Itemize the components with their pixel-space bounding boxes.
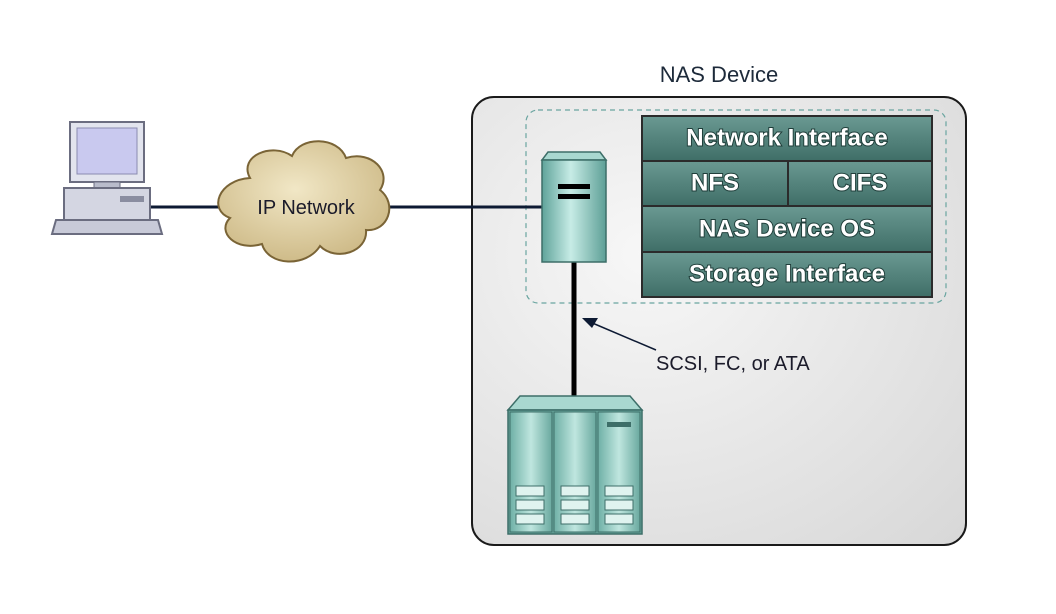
computer-icon: [50, 121, 164, 235]
nas-software-stack: Network Interface NFS CIFS NAS Device OS…: [641, 115, 933, 298]
nas-device-title: NAS Device: [660, 62, 779, 87]
cifs-label: CIFS: [833, 169, 888, 196]
arrow-icon: [582, 318, 657, 351]
connection-type-label: SCSI, FC, or ATA: [656, 353, 810, 375]
storage-interface-label: Storage Interface: [689, 260, 885, 287]
storage-interface-layer: [641, 251, 933, 298]
storage-array-icon: [506, 395, 644, 535]
cifs-layer: [787, 160, 933, 207]
ip-network-label: IP Network: [257, 197, 355, 219]
cloud-icon: IP Network: [217, 140, 391, 263]
nfs-label: NFS: [691, 169, 739, 196]
nas-os-label: NAS Device OS: [699, 215, 875, 242]
nas-head-server-icon: [540, 151, 608, 263]
network-interface-layer: [641, 115, 933, 162]
network-interface-label: Network Interface: [686, 124, 887, 151]
